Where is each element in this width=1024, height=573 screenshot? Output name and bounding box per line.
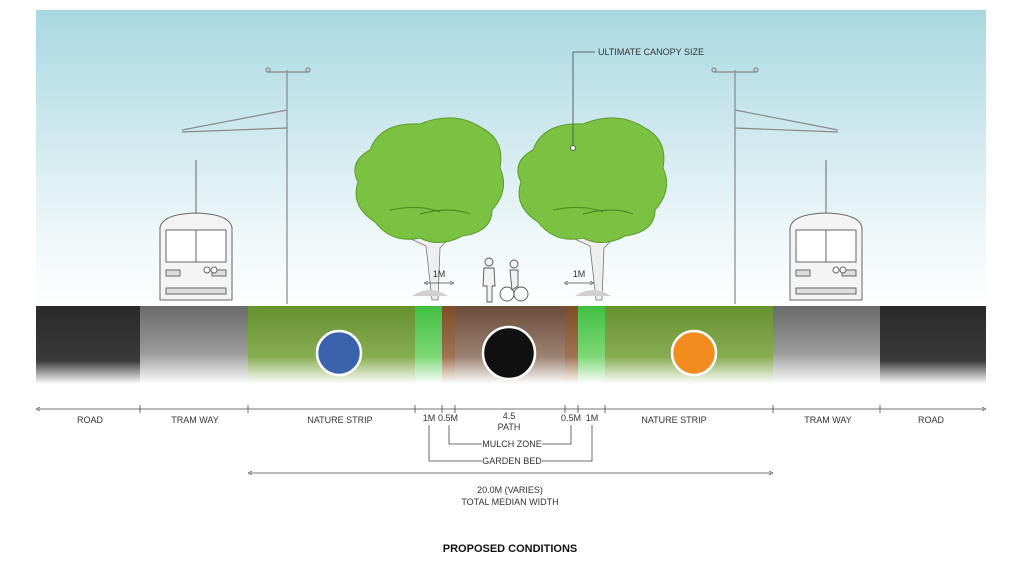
total-median-dimension: 20.0M (VARIES) TOTAL MEDIAN WIDTH <box>250 473 771 507</box>
tramway-left-label: TRAM WAY <box>171 415 219 425</box>
mulch-zone-right-width: 0.5M <box>561 413 581 423</box>
path-label: PATH <box>498 422 521 432</box>
total-median-label: TOTAL MEDIAN WIDTH <box>461 497 558 507</box>
power-pole-left <box>181 67 311 304</box>
section-dimension-line: ROAD TRAM WAY NATURE STRIP 1M 0.5M 4.5 P… <box>38 405 984 432</box>
mulch-zone-right-band <box>565 306 578 384</box>
tree-offset-right-label: 1M <box>573 269 586 279</box>
tram-left-icon <box>159 160 233 301</box>
ground-section <box>36 306 986 384</box>
garden-bed-left-band <box>415 306 442 384</box>
garden-bed-callout: GARDEN BED <box>428 425 593 466</box>
mulch-zone-left-width: 0.5M <box>438 413 458 423</box>
canopy-label: ULTIMATE CANOPY SIZE <box>598 47 704 57</box>
diagram-title: PROPOSED CONDITIONS <box>443 543 577 555</box>
path-width-value: 4.5 <box>503 411 516 421</box>
tree-offset-left-dimension: 1M <box>426 269 452 283</box>
tree-offset-left-label: 1M <box>433 269 446 279</box>
mulch-zone-label: MULCH ZONE <box>482 439 542 449</box>
garden-bed-left-width: 1M <box>423 413 436 423</box>
cyclist-icon <box>499 259 529 302</box>
utility-black-circle <box>481 325 537 381</box>
tree-right-icon <box>517 117 668 301</box>
tree-left-icon <box>354 117 505 301</box>
garden-bed-label: GARDEN BED <box>482 456 542 466</box>
road-right-band <box>880 306 986 384</box>
pedestrian-icon <box>482 257 496 303</box>
power-pole-right <box>711 67 839 304</box>
garden-bed-right-width: 1M <box>586 413 599 423</box>
utility-blue-circle <box>315 329 363 377</box>
nature-strip-right-label: NATURE STRIP <box>641 415 706 425</box>
garden-bed-right-band <box>578 306 605 384</box>
road-left-label: ROAD <box>77 415 104 425</box>
total-median-value: 20.0M (VARIES) <box>477 485 543 495</box>
mulch-zone-callout: MULCH ZONE <box>448 425 572 449</box>
tramway-right-band <box>773 306 880 384</box>
tramway-right-label: TRAM WAY <box>804 415 852 425</box>
mulch-zone-left-band <box>442 306 455 384</box>
road-left-band <box>36 306 140 384</box>
canopy-callout: ULTIMATE CANOPY SIZE <box>570 47 704 151</box>
tramway-left-band <box>140 306 248 384</box>
tree-offset-right-dimension: 1M <box>566 269 592 283</box>
nature-strip-left-label: NATURE STRIP <box>307 415 372 425</box>
utility-orange-circle <box>670 329 718 377</box>
road-right-label: ROAD <box>918 415 945 425</box>
tram-right-icon <box>789 160 863 301</box>
